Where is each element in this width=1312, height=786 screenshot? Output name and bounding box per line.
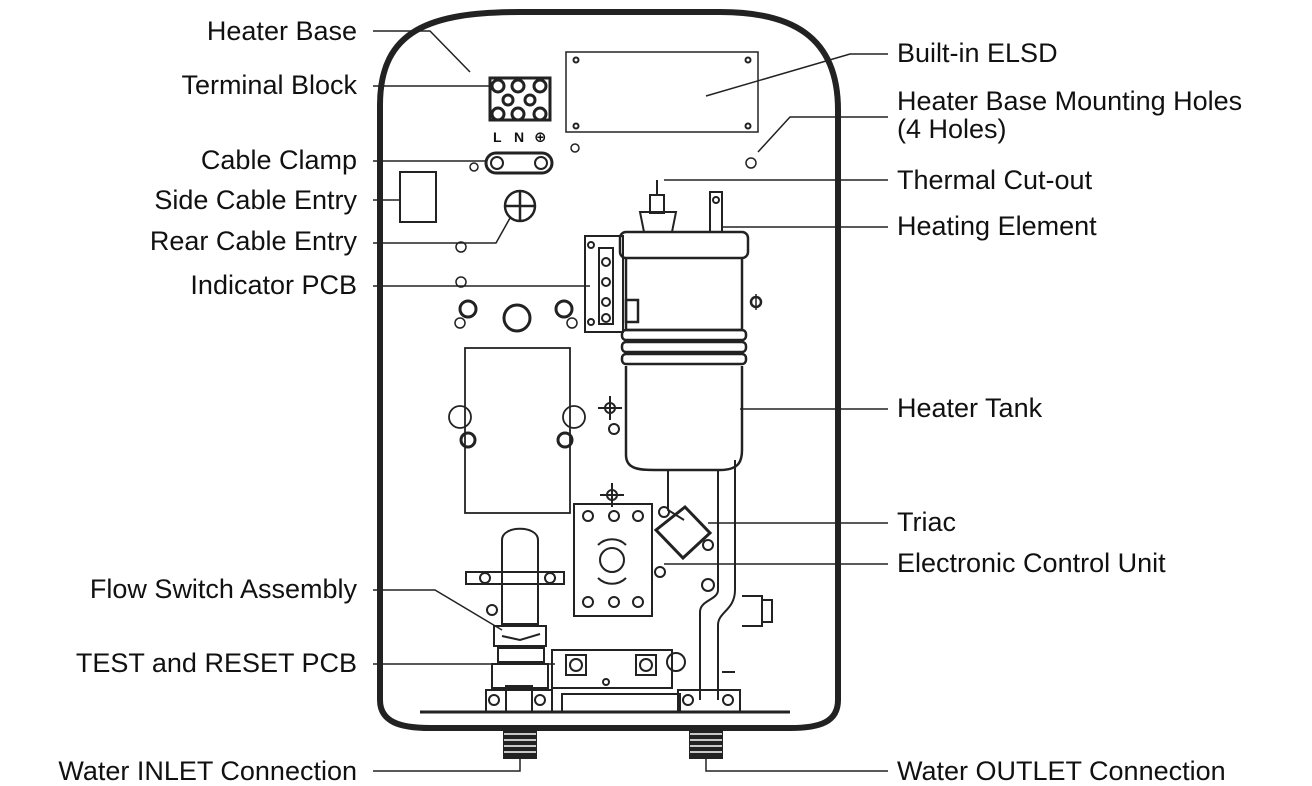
- mounting-panel: [448, 347, 586, 514]
- cable-clamp: [469, 143, 580, 175]
- label-water-outlet: Water OUTLET Connection: [897, 756, 1226, 786]
- side-cable-entry: [399, 171, 437, 223]
- elsd-screw: [744, 122, 752, 130]
- heater-casing: [377, 9, 841, 731]
- leader-lines-right: [664, 53, 888, 772]
- label-electronic-control-unit: Electronic Control Unit: [897, 548, 1166, 578]
- leader-lines-left: [373, 30, 590, 772]
- flow-switch-assembly: [465, 527, 565, 689]
- label-flow-switch-assembly: Flow Switch Assembly: [89, 574, 357, 604]
- label-triac: Triac: [897, 507, 956, 537]
- screw: [554, 299, 574, 319]
- label-thermal-cutout: Thermal Cut-out: [897, 165, 1093, 195]
- screw: [455, 276, 467, 288]
- label-side-cable-entry: Side Cable Entry: [154, 185, 357, 215]
- elsd-screw: [572, 122, 580, 130]
- leader-rear-cable-entry: [373, 217, 511, 244]
- screw: [566, 317, 578, 329]
- tank-fixing-screws: [598, 396, 624, 507]
- rear-cable-entry: [503, 189, 537, 223]
- heater-tank: [618, 230, 763, 472]
- leader-flow-switch: [373, 589, 503, 631]
- label-water-inlet: Water INLET Connection: [58, 756, 357, 786]
- screw: [455, 241, 467, 253]
- test-reset-pcb: [551, 649, 686, 713]
- leader-mounting-holes: [757, 116, 888, 153]
- triac: [653, 504, 714, 561]
- inlet-bracket: [485, 685, 553, 713]
- label-cable-clamp: Cable Clamp: [200, 145, 357, 175]
- outlet-bracket: [677, 689, 741, 713]
- thermal-cutout: [638, 180, 678, 233]
- label-built-in-elsd: Built-in ELSD: [897, 38, 1058, 68]
- label-mounting-holes-count: (4 Holes): [897, 114, 1007, 144]
- heating-element-terminal: [709, 191, 723, 233]
- water-inlet-connector: [503, 727, 537, 759]
- leader-water-inlet: [373, 758, 521, 772]
- label-indicator-pcb: Indicator PCB: [190, 270, 357, 300]
- indicator-pcb: [584, 235, 624, 333]
- grommet: [502, 303, 532, 333]
- label-mounting-holes: Heater Base Mounting Holes: [897, 86, 1243, 116]
- electronic-control-unit: [573, 503, 715, 617]
- water-outlet-connector: [689, 727, 723, 759]
- label-test-reset-pcb: TEST and RESET PCB: [75, 648, 357, 678]
- leader-water-outlet: [705, 758, 888, 772]
- screw: [458, 299, 478, 319]
- terminal-mark-earth: ⊕: [534, 128, 547, 146]
- leader-heater-base: [373, 30, 471, 73]
- terminal-mark-l: L: [493, 129, 502, 145]
- mounting-hole: [745, 157, 757, 169]
- outlet-pipe: [667, 460, 773, 700]
- elsd-board: [565, 51, 759, 133]
- elsd-screw: [572, 56, 580, 64]
- label-terminal-block: Terminal Block: [181, 70, 357, 100]
- screw: [454, 317, 466, 329]
- terminal-mark-n: N: [514, 129, 524, 145]
- label-heating-element: Heating Element: [897, 211, 1097, 241]
- label-heater-base: Heater Base: [206, 16, 357, 46]
- terminal-block: [488, 76, 552, 122]
- label-heater-tank: Heater Tank: [897, 393, 1043, 423]
- label-rear-cable-entry: Rear Cable Entry: [149, 226, 357, 256]
- leader-elsd: [705, 53, 888, 97]
- elsd-screw: [744, 56, 752, 64]
